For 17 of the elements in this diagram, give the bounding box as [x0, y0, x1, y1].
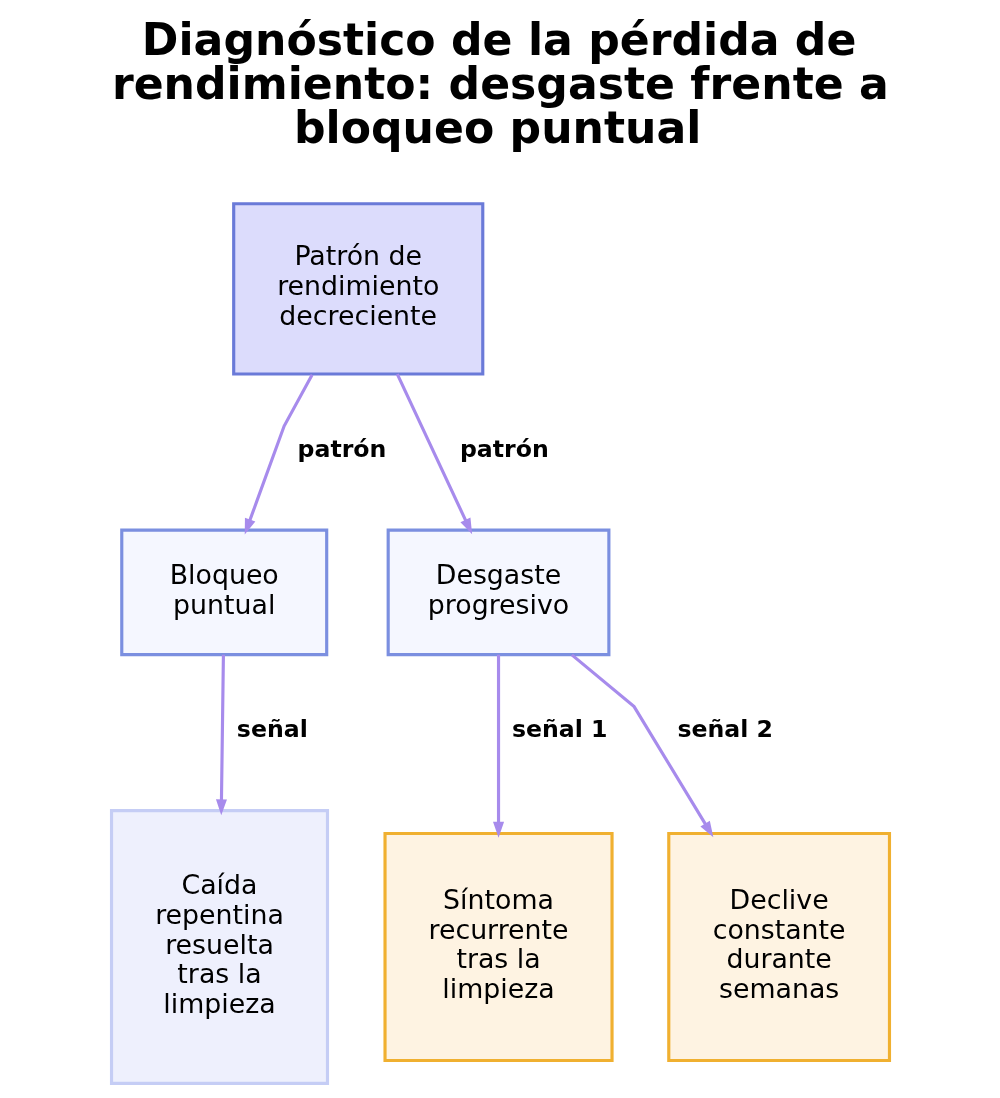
node-box: Declive constante durante semanas: [666, 831, 891, 1063]
edge-label: señal 1: [511, 715, 608, 744]
node-box: Desgaste progresivo: [386, 528, 610, 657]
node-box: Caída repentina resuelta tras la limpieza: [109, 809, 329, 1085]
edge-label: señal 2: [676, 715, 773, 744]
diagram-title: Diagnóstico de la pérdida de rendimiento: desgaste frente a bloqueo puntual: [111, 13, 889, 153]
edge-label: patrón: [297, 434, 386, 463]
node-box: Síntoma recurrente tras la limpieza: [382, 831, 614, 1063]
arrow: [244, 374, 314, 535]
arrow: [492, 654, 504, 838]
edge-label: señal: [236, 715, 308, 744]
node-box: Bloqueo puntual: [119, 528, 328, 657]
node-box: Patrón de rendimiento decreciente: [231, 202, 484, 376]
arrow: [395, 373, 472, 535]
arrow: [215, 654, 227, 816]
arrow: [570, 653, 713, 838]
edge-label: patrón: [459, 434, 549, 463]
